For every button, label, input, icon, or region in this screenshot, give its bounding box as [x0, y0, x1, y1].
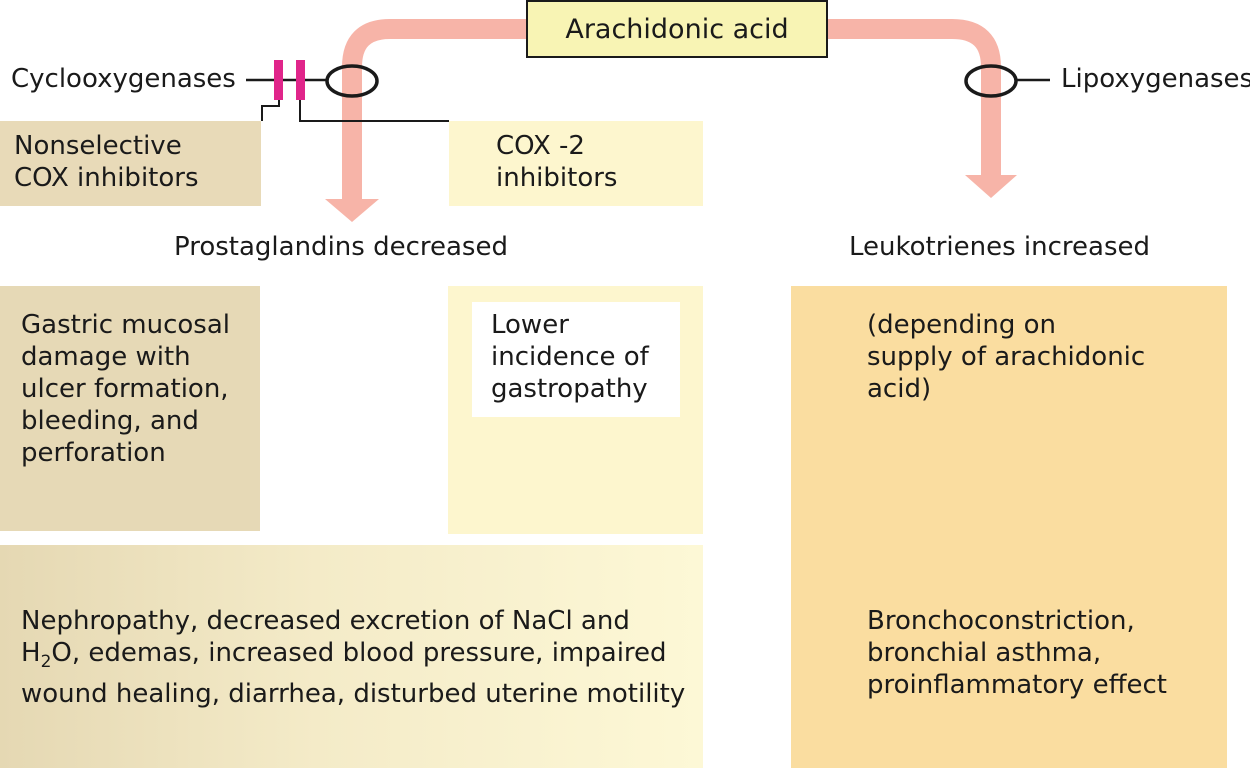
lipoxygenase-path — [826, 19, 1001, 176]
prostaglandins-decreased-label: Prostaglandins decreased — [174, 232, 508, 262]
arachidonic-acid-box: Arachidonic acid — [526, 0, 828, 58]
nephropathy-box — [0, 545, 703, 768]
lower-incidence-box — [472, 302, 680, 417]
cyclooxygenase-ring-icon — [325, 64, 379, 98]
leukotrienes-increased-label: Leukotrienes increased — [849, 232, 1151, 262]
cox2-blocker-icon — [296, 60, 305, 100]
gastric-damage-text: Gastric mucosal damage with ulcer format… — [21, 310, 231, 468]
cyclooxygenases-label: Cyclooxygenases — [11, 64, 236, 94]
lower-incidence-text: Lower incidence of gastropathy — [491, 310, 649, 404]
nonselective-inhibitors-box — [0, 121, 261, 206]
bronchial-effects-text: Bronchoconstriction, bronchial asthma, p… — [867, 606, 1167, 700]
nonselective-blocker-icon — [274, 60, 283, 100]
cox2-inhibitors-box — [449, 121, 703, 206]
prostaglandin-arrowhead — [325, 199, 379, 222]
nonselective-inhibitors-label: Nonselective COX inhibitors — [14, 131, 199, 193]
gastric-damage-box — [0, 286, 260, 531]
cox2-inhibitors-label: COX -2 inhibitors — [496, 131, 618, 193]
nephropathy-text: Nephropathy, decreased excretion of NaCl… — [21, 606, 686, 710]
leukotriene-effects-box — [791, 286, 1227, 768]
lipoxygenases-label: Lipoxygenases — [1061, 64, 1250, 94]
arachidonic-acid-label: Arachidonic acid — [565, 13, 789, 45]
arachidonic-supply-note: (depending on supply of arachidonic acid… — [867, 310, 1146, 404]
leukotriene-arrowhead — [965, 175, 1017, 198]
